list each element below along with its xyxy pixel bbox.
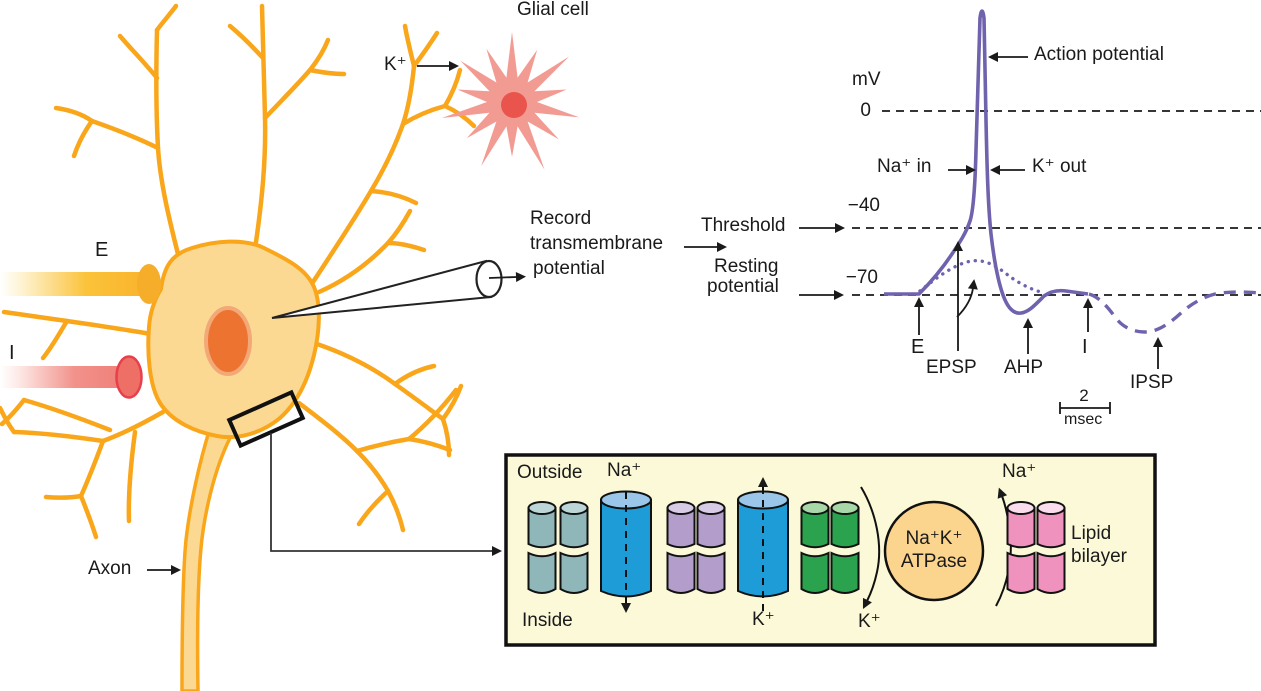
record-line-3: potential [533, 258, 605, 279]
scale-value: 2 [1079, 386, 1089, 405]
k-channel-label: K⁺ [752, 609, 775, 630]
tick-minus40: −40 [847, 195, 880, 216]
resting-line-2: potential [707, 276, 779, 297]
scale-unit: msec [1064, 411, 1103, 428]
mv-axis-label: mV [852, 69, 881, 90]
e-graph-label: E [911, 336, 925, 358]
pump-k-curved-arrow [860, 486, 881, 610]
axon [180, 425, 233, 691]
atpase-pump [883, 500, 985, 602]
tick-zero: 0 [860, 100, 871, 121]
axon-label: Axon [88, 558, 132, 579]
atpase-line-1: Na⁺K⁺ [905, 528, 963, 549]
lipid-line-2: bilayer [1071, 546, 1127, 567]
na-channel-label: Na⁺ [607, 460, 642, 481]
inhibitory-input [0, 355, 143, 399]
lipid-line-1: Lipid [1071, 523, 1112, 544]
tick-minus70: −70 [845, 267, 878, 288]
resting-line-1: Resting [714, 256, 779, 277]
membrane-potential-trace [884, 9, 1089, 315]
inhibitory-terminal [115, 355, 143, 399]
epsp-dotted-trace [918, 259, 1047, 295]
pump-k-label: K⁺ [858, 611, 881, 632]
inhibitory-label: I [9, 342, 15, 364]
nucleus [204, 306, 252, 376]
time-scale-bar [1059, 402, 1111, 414]
excitatory-input [0, 264, 161, 304]
action-potential-label: Action potential [1034, 44, 1164, 65]
ipsp-dashed-trace [1088, 290, 1261, 334]
glial-k-label: K⁺ [384, 54, 407, 75]
glial-cell-core [501, 92, 527, 118]
record-line-2: transmembrane [530, 233, 664, 254]
na-in-label: Na⁺ in [877, 156, 932, 177]
threshold-label: Threshold [701, 215, 786, 236]
pump-na-label: Na⁺ [1002, 461, 1037, 482]
membrane-panel [504, 453, 1157, 647]
inside-label: Inside [522, 610, 573, 631]
excitatory-label: E [95, 239, 109, 261]
potential-graph [799, 9, 1261, 414]
recording-electrode [271, 259, 526, 319]
epsp-label: EPSP [926, 357, 977, 378]
patch-connector-arrow [270, 433, 502, 556]
excitatory-terminal [137, 264, 161, 304]
membrane-patch-outline [226, 389, 306, 449]
neuron-dendrites [0, 3, 477, 540]
outside-label: Outside [517, 462, 583, 483]
i-graph-label: I [1082, 336, 1088, 358]
ahp-label: AHP [1004, 357, 1044, 378]
record-line-1: Record [530, 208, 592, 229]
glial-cell-label: Glial cell [517, 0, 589, 20]
epsp-curved-arrow [956, 279, 978, 318]
atpase-line-2: ATPase [900, 551, 968, 572]
electrode-arrow [488, 272, 526, 283]
k-out-label: K⁺ out [1032, 156, 1087, 177]
ipsp-label: IPSP [1130, 372, 1174, 393]
